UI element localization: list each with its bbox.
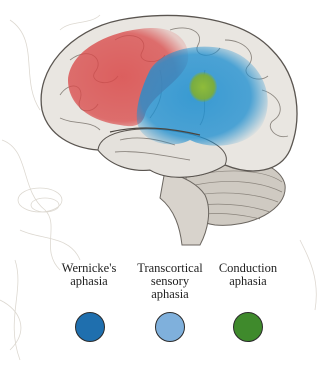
legend-label-wernicke: Wernicke's aphasia (44, 262, 134, 288)
legend-swatch-transcortical-sensory (155, 312, 185, 342)
conduction-region (189, 72, 217, 102)
legend-label-conduction: Conduction aphasia (203, 262, 293, 288)
legend-swatch-wernicke (75, 312, 105, 342)
legend-label-transcortical-sensory: Transcortical sensory aphasia (125, 262, 215, 301)
legend-swatch-conduction (233, 312, 263, 342)
